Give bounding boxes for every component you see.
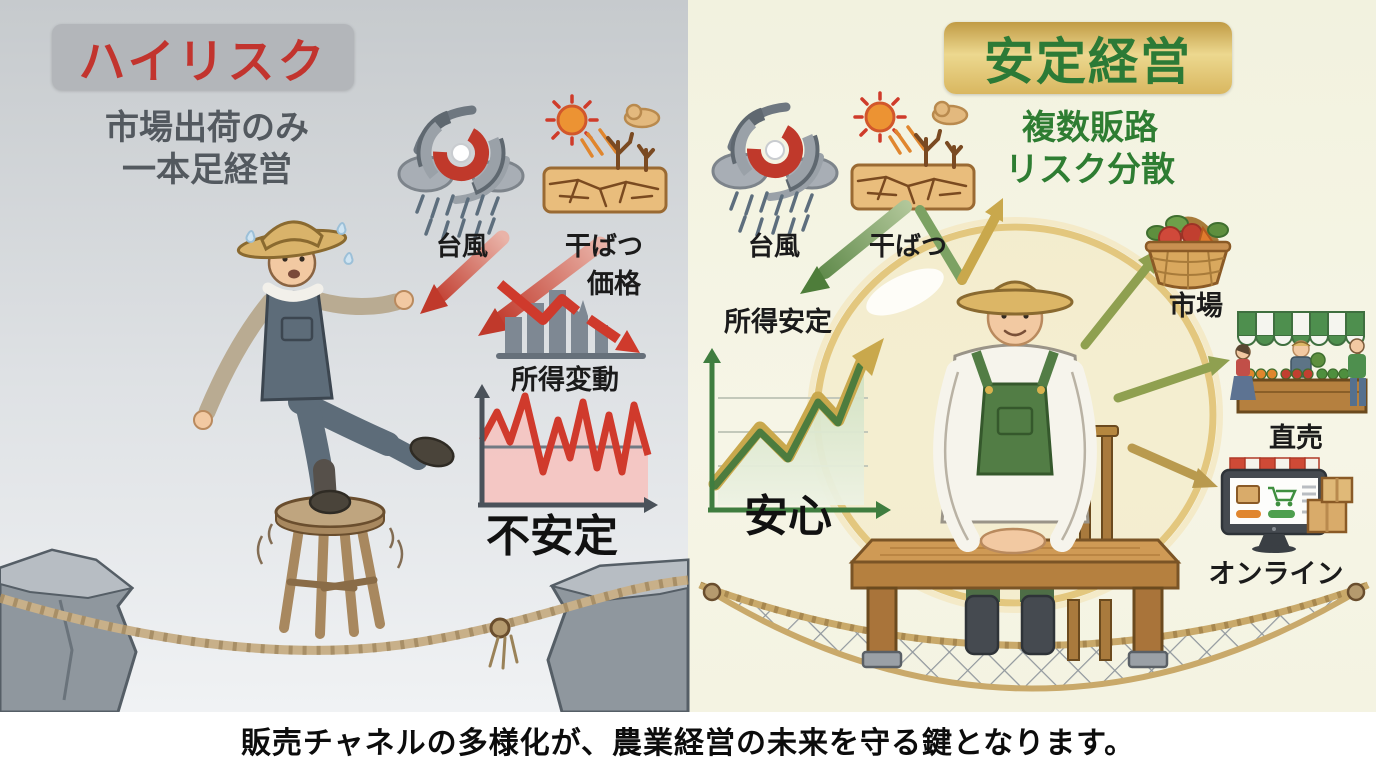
caption-bar: 販売チャネルの多様化が、農業経営の未来を守る鍵となります。 [0, 712, 1376, 768]
drought-icon-right [850, 91, 976, 211]
secure-status-label: 安心 [744, 492, 832, 541]
farmer-on-tightrope [193, 220, 455, 515]
typhoon-icon-right [713, 101, 837, 235]
stable-title: 安定経営 [984, 34, 1192, 90]
wobbly-stool [256, 495, 404, 639]
farm-stand-icon [1230, 311, 1368, 414]
channel-market-label: 市場 [1169, 291, 1223, 321]
wooden-table [848, 360, 1182, 669]
high-risk-title-banner: ハイリスク [52, 24, 354, 90]
right-subtitle-line2: リスク分散 [1005, 151, 1175, 189]
price-decline-chart [496, 280, 646, 359]
caption-text: 販売チャネルの多様化が、農業経営の未来を守る鍵となります。 [240, 727, 1136, 760]
high-risk-title: ハイリスク [78, 34, 328, 88]
channel-direct-label: 直売 [1269, 423, 1323, 453]
farmer-at-table [940, 280, 1119, 661]
left-subtitle-line2: 一本足経営 [122, 151, 292, 189]
market-basket-icon [1144, 215, 1232, 290]
unstable-status-label: 不安定 [486, 512, 618, 561]
income-volatility-chart [474, 384, 658, 513]
online-shop-icon [1220, 457, 1354, 553]
tightrope [0, 575, 689, 670]
income-volatility-label: 所得変動 [511, 365, 619, 395]
price-label: 価格 [587, 269, 641, 299]
left-typhoon-label: 台風 [435, 231, 489, 261]
typhoon-icon-left [399, 104, 523, 238]
stable-title-banner: 安定経営 [944, 22, 1232, 94]
deflected-arrows [800, 198, 1003, 294]
right-drought-label: 干ばつ [868, 231, 948, 261]
left-drought-label: 干ばつ [564, 231, 644, 261]
left-subtitle-line1: 市場出荷のみ [105, 109, 309, 147]
right-typhoon-label: 台風 [747, 231, 801, 261]
income-stable-label: 所得安定 [724, 307, 832, 337]
income-growth-chart [703, 338, 891, 519]
right-subtitle-line1: 複数販路 [1022, 109, 1158, 147]
channel-online-label: オンライン [1208, 559, 1344, 589]
drought-icon-left [542, 94, 668, 214]
